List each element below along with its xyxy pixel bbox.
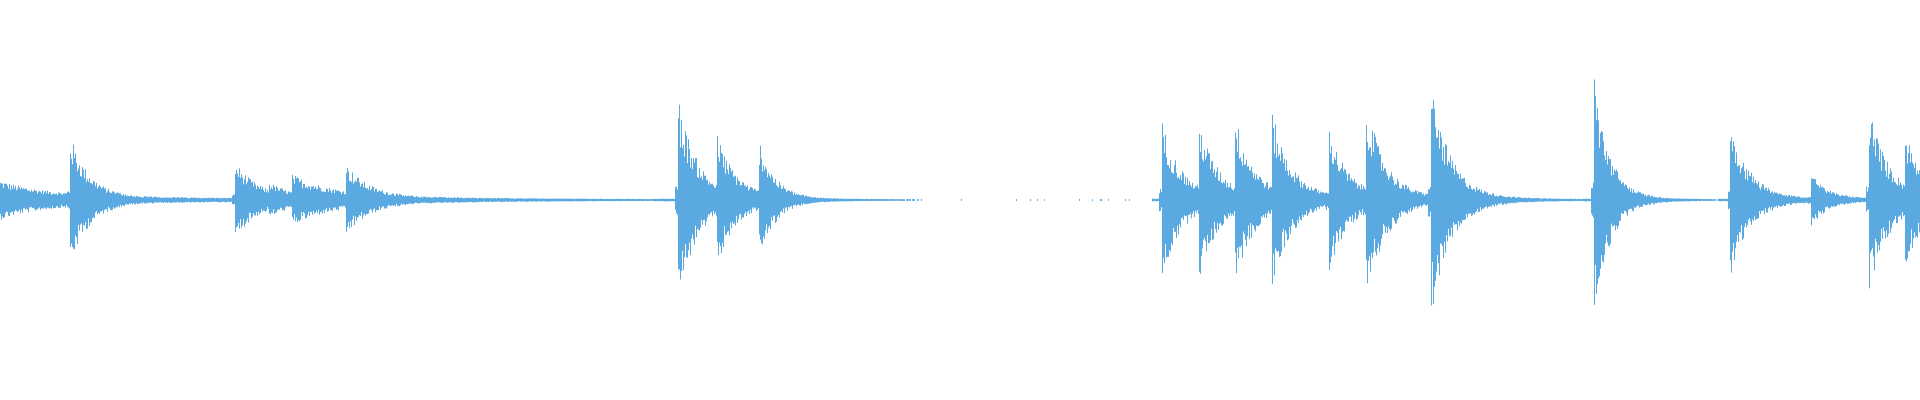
waveform-trace xyxy=(0,79,1920,306)
